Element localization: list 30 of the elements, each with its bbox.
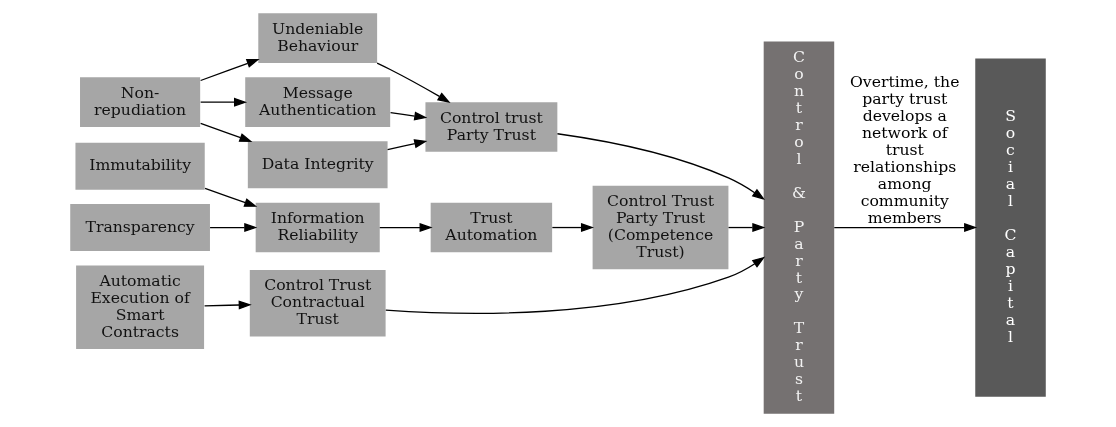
node-box: Control & Party Trust xyxy=(763,41,835,414)
arrow xyxy=(200,97,248,107)
node-box: Transparency xyxy=(70,204,210,252)
arrow xyxy=(727,222,766,233)
arrow xyxy=(209,222,258,233)
edge-label: Overtime, the party trust develops a network of trust relationships among community members xyxy=(850,72,960,228)
node-box: Social Capital xyxy=(975,58,1046,397)
node-box: Data Integrity xyxy=(247,141,388,189)
arrow xyxy=(200,122,253,142)
node-box: Undeniable Behaviour xyxy=(258,13,378,63)
arrow xyxy=(379,222,433,233)
node-box: Control Trust Party Trust (Competence Trust) xyxy=(592,185,729,270)
arrow xyxy=(203,300,252,310)
node-box: Information Reliability xyxy=(255,202,380,253)
node-box: Message Authentication xyxy=(245,77,391,127)
arrow xyxy=(200,58,260,82)
node-box: Automatic Execution of Smart Contracts xyxy=(76,265,205,349)
arrow xyxy=(386,139,428,151)
node-box: Non-repudiation xyxy=(80,77,201,127)
arrow xyxy=(376,62,451,103)
arrow xyxy=(833,222,978,233)
node-box: Control Trust Contractual Trust xyxy=(249,270,386,337)
node-box: Immutability xyxy=(75,142,205,190)
node-box: Control trust Party Trust xyxy=(425,102,558,152)
arrow xyxy=(551,222,595,233)
arrow xyxy=(204,187,258,207)
arrow xyxy=(385,256,766,314)
node-box: Trust Automation xyxy=(430,202,553,253)
arrow xyxy=(389,111,428,121)
arrow xyxy=(556,133,766,200)
